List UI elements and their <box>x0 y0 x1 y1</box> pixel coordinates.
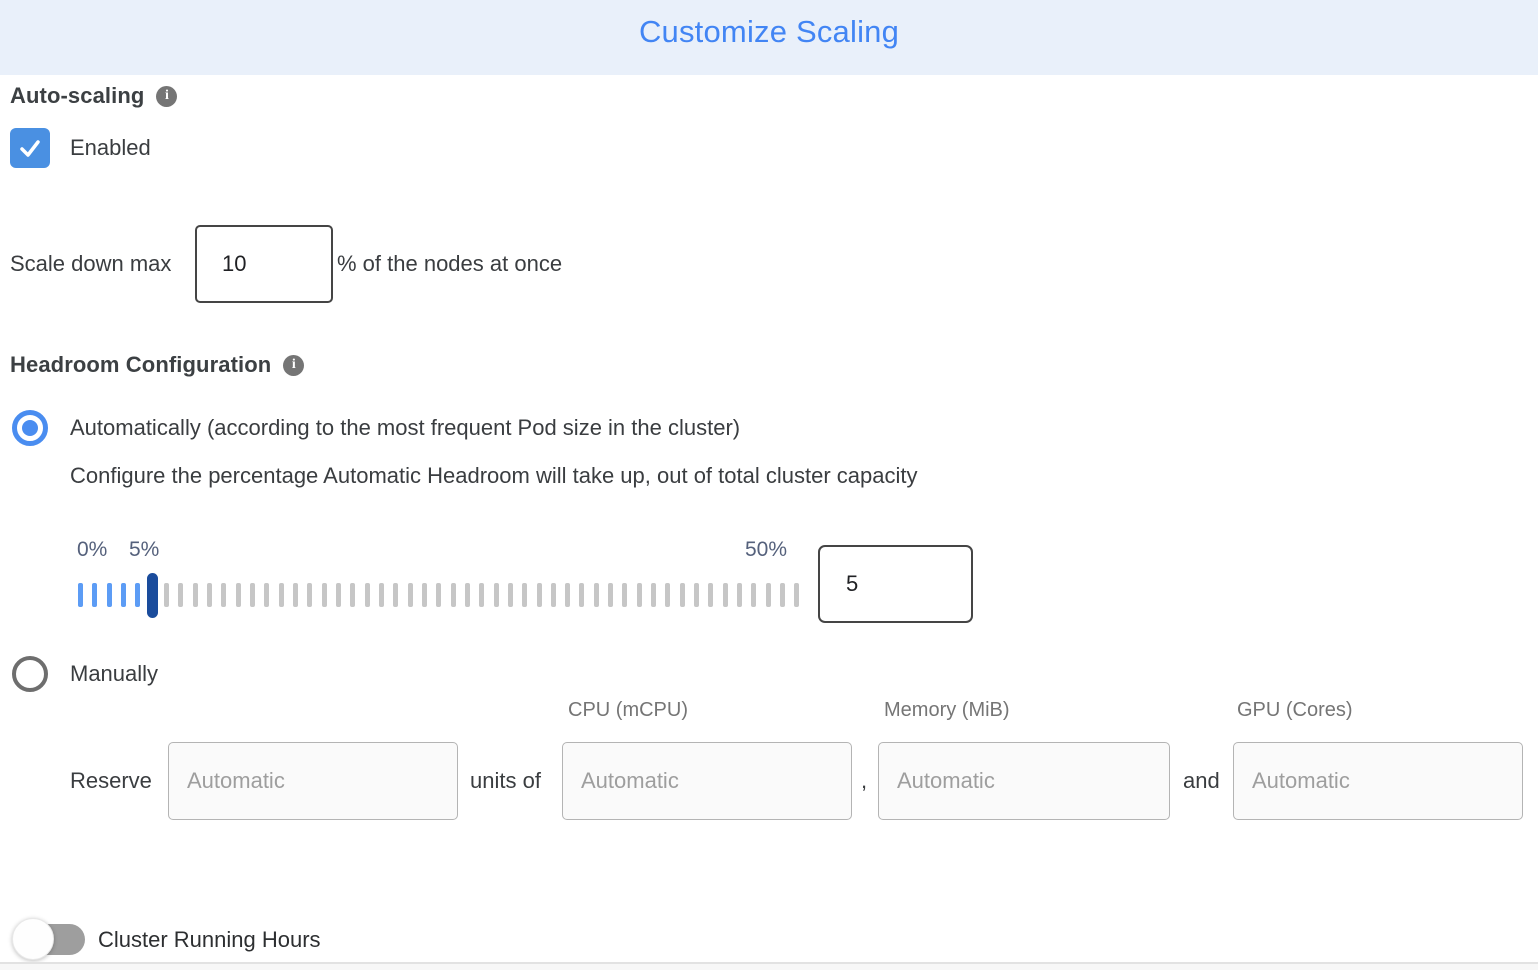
slider-tick <box>565 583 571 607</box>
slider-tick <box>335 583 341 607</box>
slider-tick <box>536 583 542 607</box>
headroom-manually-label[interactable]: Manually <box>70 661 159 686</box>
slider-tick <box>350 583 356 607</box>
slider-tick <box>608 583 614 607</box>
slider-current-label: 5% <box>129 538 160 561</box>
slider-tick <box>321 583 327 607</box>
cpu-column-header: CPU (mCPU) <box>568 699 688 721</box>
enabled-checkbox[interactable] <box>10 128 50 168</box>
autoscaling-label: Auto-scaling <box>10 83 145 108</box>
headroom-automatic-radio[interactable] <box>12 410 48 446</box>
scale-down-suffix: % of the nodes at once <box>337 251 563 276</box>
slider-tick <box>178 583 184 607</box>
slider-tick <box>264 583 270 607</box>
slider-tick <box>106 583 112 607</box>
slider-tick <box>450 583 456 607</box>
enabled-label: Enabled <box>70 135 151 160</box>
slider-tick <box>436 583 442 607</box>
slider-tick <box>307 583 313 607</box>
reserve-label: Reserve <box>70 768 152 793</box>
slider-handle[interactable] <box>147 573 158 618</box>
slider-tick <box>292 583 298 607</box>
comma-text: , <box>861 768 868 793</box>
info-icon[interactable]: i <box>283 354 305 376</box>
slider-tick <box>593 583 599 607</box>
headroom-automatic-label[interactable]: Automatically (according to the most fre… <box>70 415 741 440</box>
slider-tick <box>794 583 800 607</box>
slider-tick <box>708 583 714 607</box>
slider-tick <box>579 583 585 607</box>
slider-tick <box>780 583 786 607</box>
slider-tick <box>221 583 227 607</box>
panel-header: Customize Scaling <box>0 0 1538 75</box>
reserve-gpu-input[interactable] <box>1233 742 1523 820</box>
autoscaling-enabled-row: Enabled <box>10 128 151 168</box>
slider-tick <box>249 583 255 607</box>
and-text: and <box>1183 768 1220 793</box>
headroom-slider[interactable] <box>78 573 800 618</box>
cluster-running-hours-label: Cluster Running Hours <box>98 927 321 952</box>
units-of-text: units of <box>470 768 541 793</box>
slider-tick <box>235 583 241 607</box>
slider-tick <box>135 583 141 607</box>
slider-tick <box>679 583 685 607</box>
autoscaling-section-header: Auto-scaling i <box>10 83 178 109</box>
slider-tick <box>378 583 384 607</box>
slider-tick <box>765 583 771 607</box>
slider-tick <box>636 583 642 607</box>
slider-tick <box>522 583 528 607</box>
slider-tick <box>92 583 98 607</box>
reserve-memory-input[interactable] <box>878 742 1170 820</box>
slider-tick <box>694 583 700 607</box>
slider-tick <box>163 583 169 607</box>
headroom-label: Headroom Configuration <box>10 352 272 377</box>
slider-min-label: 0% <box>77 538 108 561</box>
slider-tick <box>278 583 284 607</box>
info-icon[interactable]: i <box>156 85 178 107</box>
slider-tick <box>550 583 556 607</box>
memory-column-header: Memory (MiB) <box>884 699 1010 721</box>
slider-tick <box>407 583 413 607</box>
slider-tick <box>192 583 198 607</box>
bottom-divider <box>0 962 1538 964</box>
slider-tick <box>364 583 370 607</box>
slider-tick <box>78 583 83 607</box>
headroom-section-header: Headroom Configuration i <box>10 352 305 378</box>
scale-down-max-input[interactable] <box>195 225 333 303</box>
next-section-edge <box>0 964 1538 970</box>
slider-tick <box>737 583 743 607</box>
scale-down-prefix: Scale down max <box>10 251 172 276</box>
slider-tick <box>493 583 499 607</box>
slider-tick <box>651 583 657 607</box>
slider-tick <box>479 583 485 607</box>
slider-tick <box>622 583 628 607</box>
slider-tick <box>464 583 470 607</box>
toggle-knob[interactable] <box>12 918 54 960</box>
reserve-units-input[interactable] <box>168 742 458 820</box>
page-title: Customize Scaling <box>638 13 900 49</box>
slider-tick <box>722 583 728 607</box>
headroom-automatic-description: Configure the percentage Automatic Headr… <box>70 463 918 488</box>
slider-tick <box>751 583 757 607</box>
radio-dot <box>22 420 38 436</box>
slider-tick <box>507 583 513 607</box>
slider-max-label: 50% <box>745 538 788 561</box>
slider-tick <box>393 583 399 607</box>
slider-tick <box>665 583 671 607</box>
slider-tick <box>206 583 212 607</box>
headroom-manually-radio[interactable] <box>12 656 48 692</box>
slider-tick <box>120 583 126 607</box>
reserve-cpu-input[interactable] <box>562 742 852 820</box>
slider-tick <box>421 583 427 607</box>
gpu-column-header: GPU (Cores) <box>1237 699 1353 721</box>
check-icon <box>20 140 40 157</box>
headroom-percentage-input[interactable] <box>818 545 973 623</box>
